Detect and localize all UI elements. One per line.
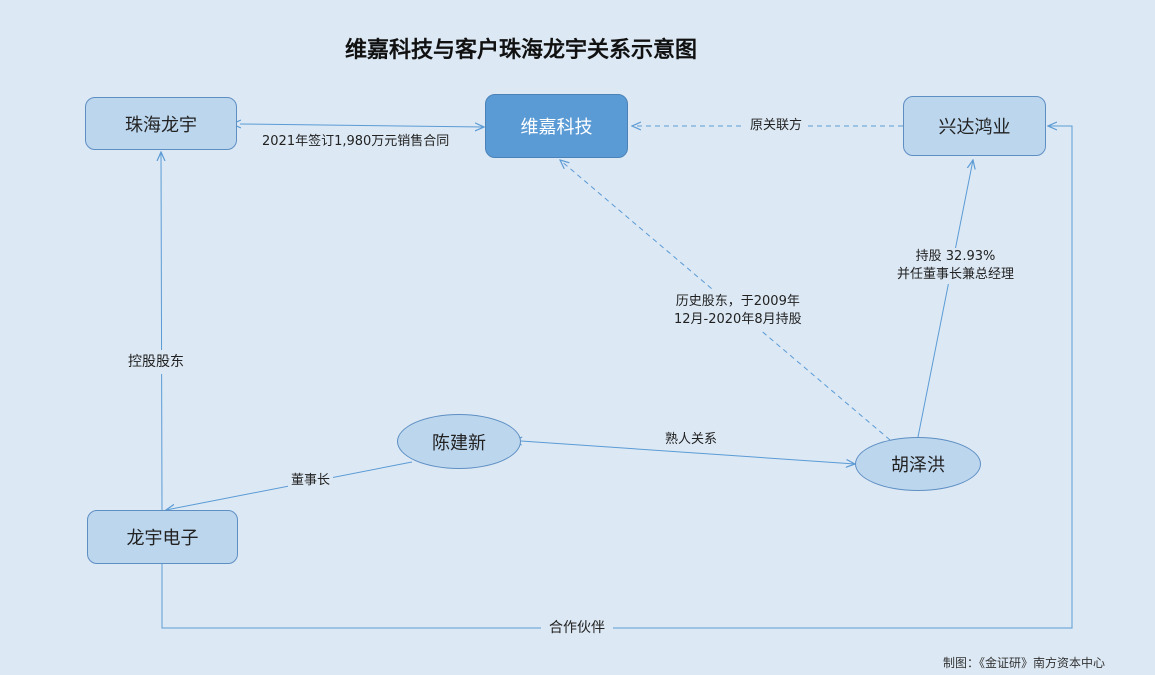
label-holding: 持股 32.93% 并任董事长兼总经理: [897, 248, 1015, 284]
node-label: 陈建新: [432, 432, 486, 454]
label-controlling: 控股股东: [128, 350, 184, 374]
node-label: 兴达鸿业: [938, 117, 1011, 138]
credit: 制图：《金证研》南方资本中心: [942, 656, 1105, 670]
edge-contract: [240, 124, 484, 127]
label-chairman: 董事长: [288, 472, 334, 490]
node-chen-jianxin: 陈建新: [397, 414, 521, 469]
node-label: 维嘉科技: [520, 117, 593, 138]
node-hu-zehong: 胡泽洪: [855, 437, 981, 491]
edge-holding: [917, 160, 973, 438]
node-zhuhai-longyu: 珠海龙宇: [85, 97, 237, 150]
node-label: 珠海龙宇: [125, 114, 197, 136]
label-history-line1: 历史股东，于2009年: [675, 294, 800, 309]
label-acquaintance: 熟人关系: [665, 431, 718, 449]
edge-acquaintance: [521, 441, 855, 464]
edge-controlling: [161, 152, 162, 511]
label-partner: 合作伙伴: [541, 619, 613, 637]
node-weijia-tech: 维嘉科技: [485, 94, 628, 158]
label-holding-line2: 并任董事长兼总经理: [897, 267, 1015, 282]
label-former-related: 原关联方: [744, 117, 809, 135]
diagram-title: 维嘉科技与客户珠海龙宇关系示意图: [345, 38, 698, 63]
label-history-line2: 12月-2020年8月持股: [674, 312, 802, 327]
node-label: 龙宇电子: [126, 528, 199, 549]
label-holding-line1: 持股 32.93%: [915, 249, 996, 264]
edge-partner: [161, 126, 1073, 629]
node-longyu-electronics: 龙宇电子: [87, 510, 238, 564]
node-xingda-hongye: 兴达鸿业: [903, 96, 1046, 156]
node-label: 胡泽洪: [891, 455, 945, 476]
label-history-shareholder: 历史股东，于2009年 12月-2020年8月持股: [670, 291, 806, 331]
label-contract: 2021年签订1,980万元销售合同: [262, 133, 450, 151]
